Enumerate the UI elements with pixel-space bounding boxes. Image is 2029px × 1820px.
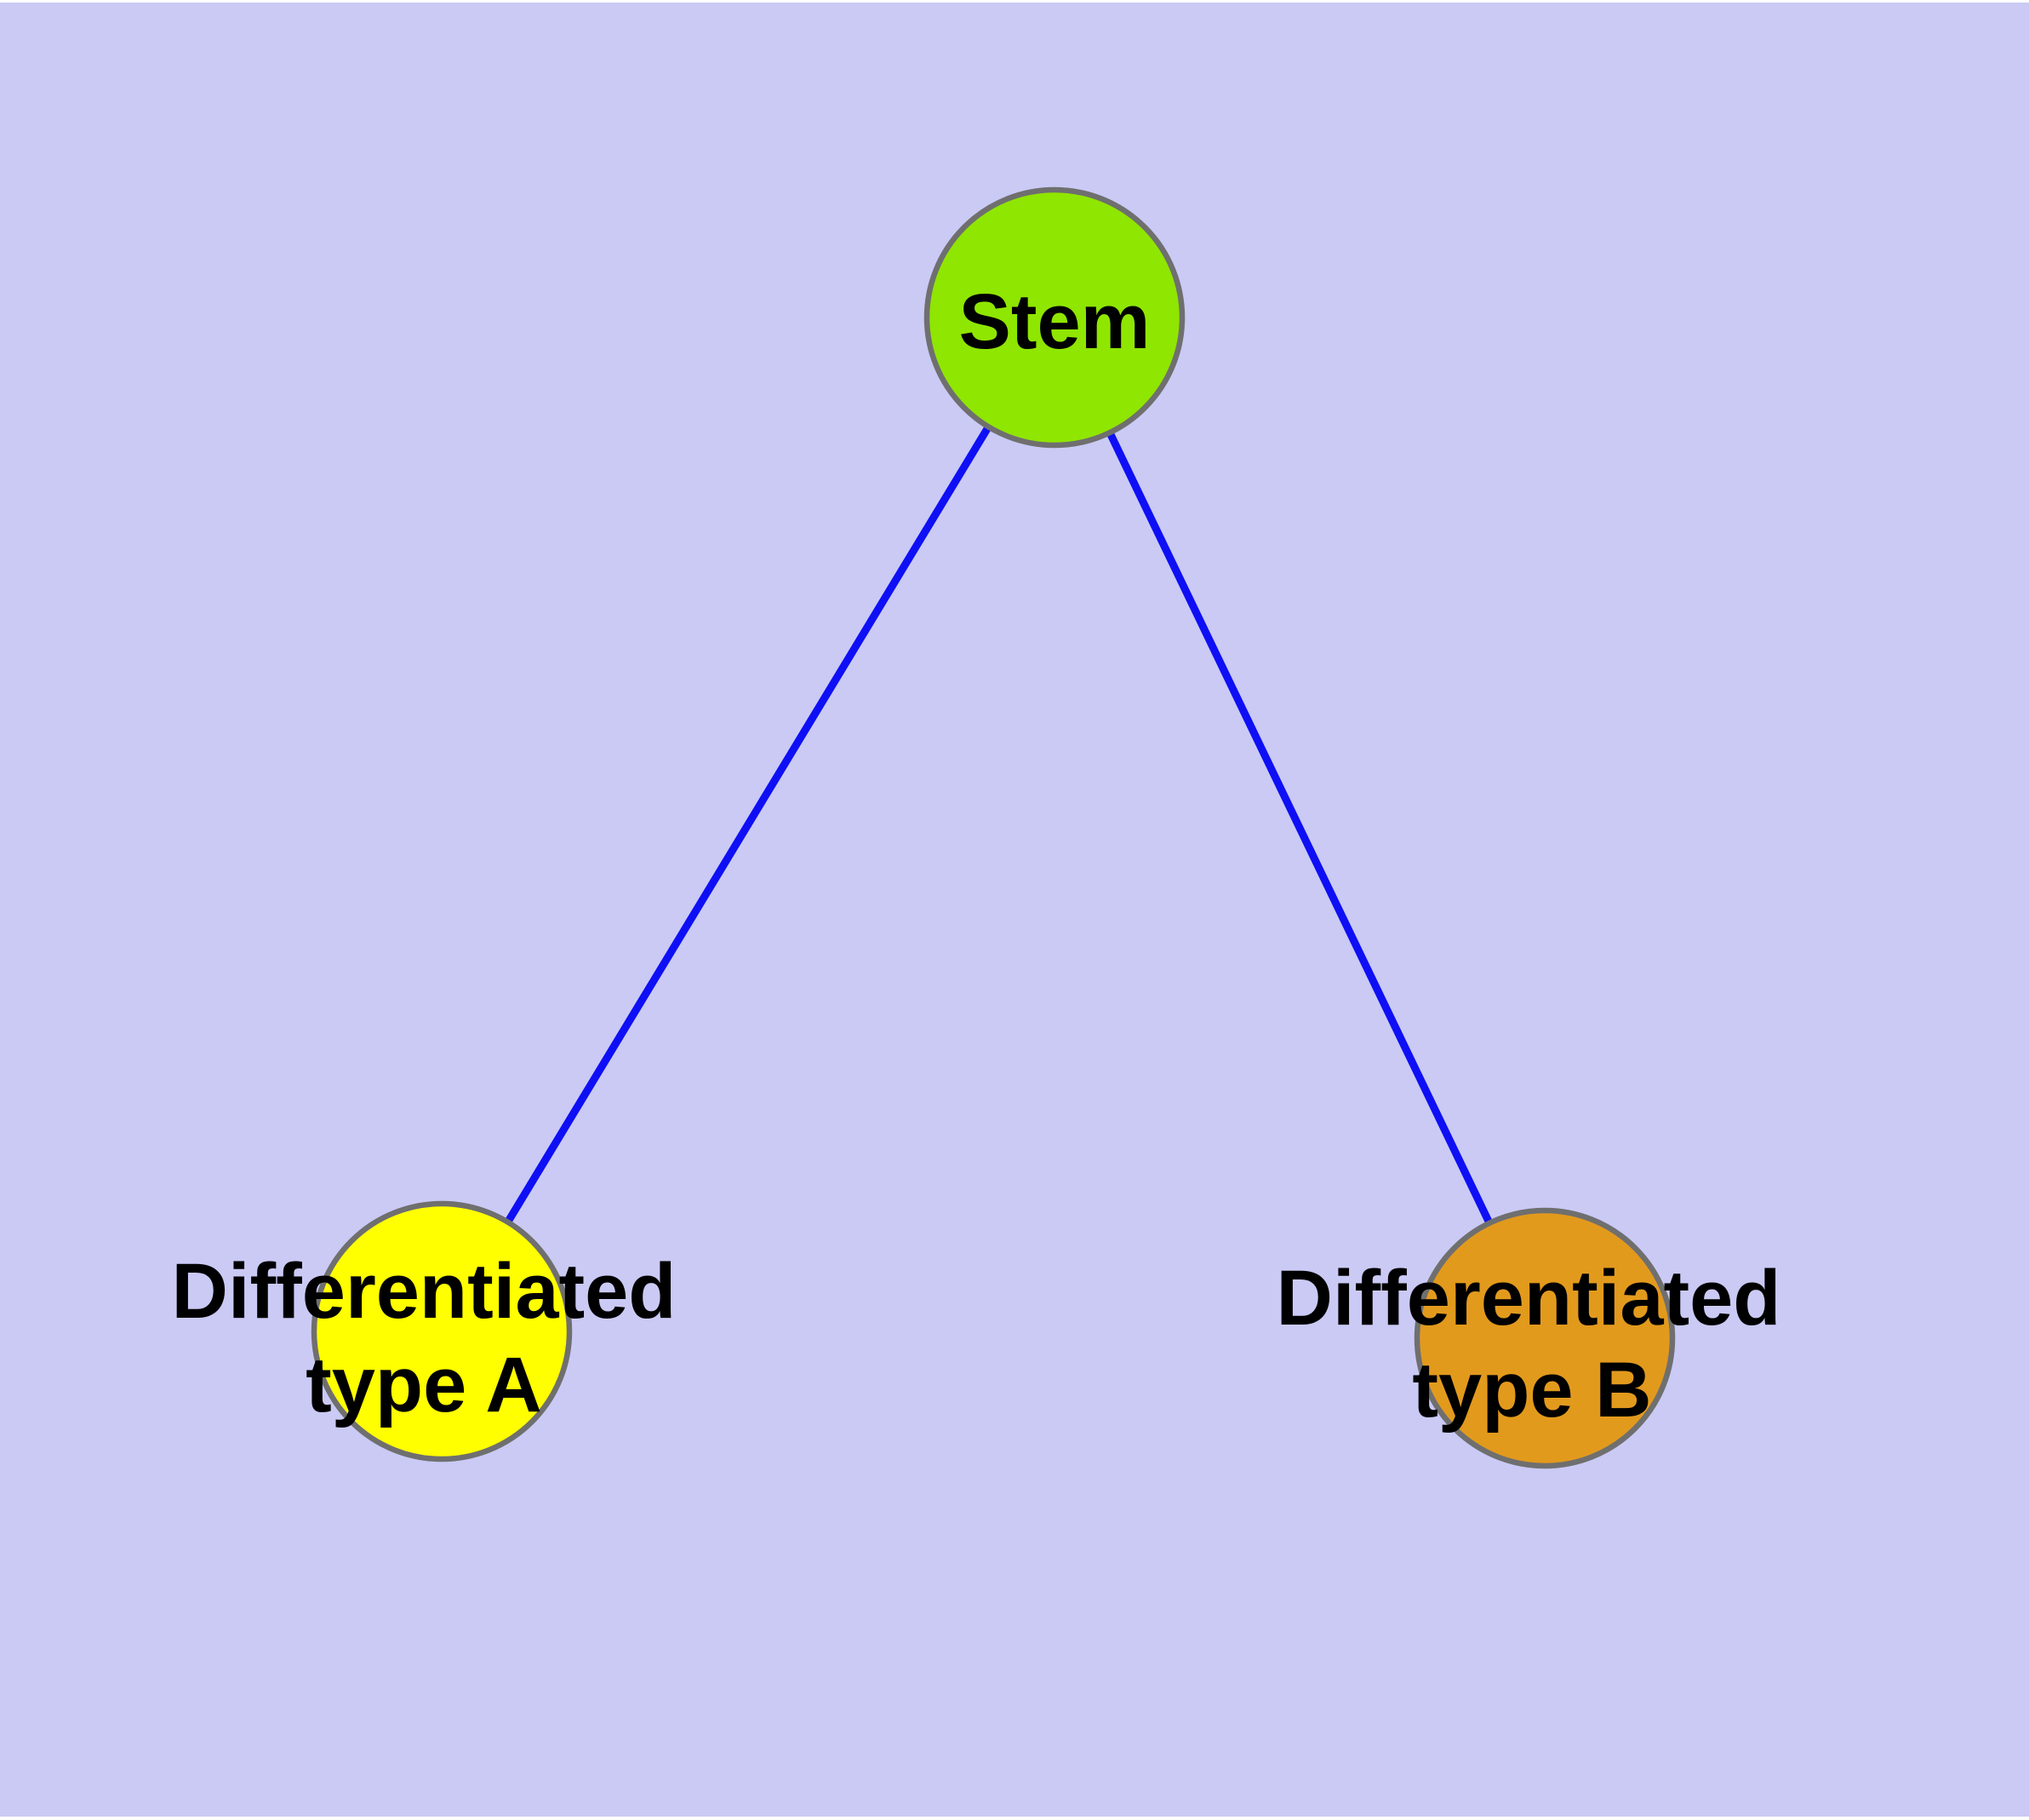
- node-differentiated-type-a: [311, 1200, 573, 1462]
- node-stem: [923, 186, 1186, 449]
- node-differentiated-type-b: [1414, 1207, 1676, 1469]
- node-stem-label: Stem: [959, 278, 1151, 365]
- node-type-a-label-line1: Differentiated: [172, 1248, 677, 1335]
- edge-stem-to-type-b: [1050, 316, 1549, 1340]
- node-type-b-label-line2: type B: [1412, 1347, 1651, 1434]
- node-type-b-label-line1: Differentiated: [1277, 1255, 1781, 1342]
- node-type-a-label-line2: type A: [306, 1342, 542, 1428]
- edge-stem-to-type-a: [438, 315, 1058, 1334]
